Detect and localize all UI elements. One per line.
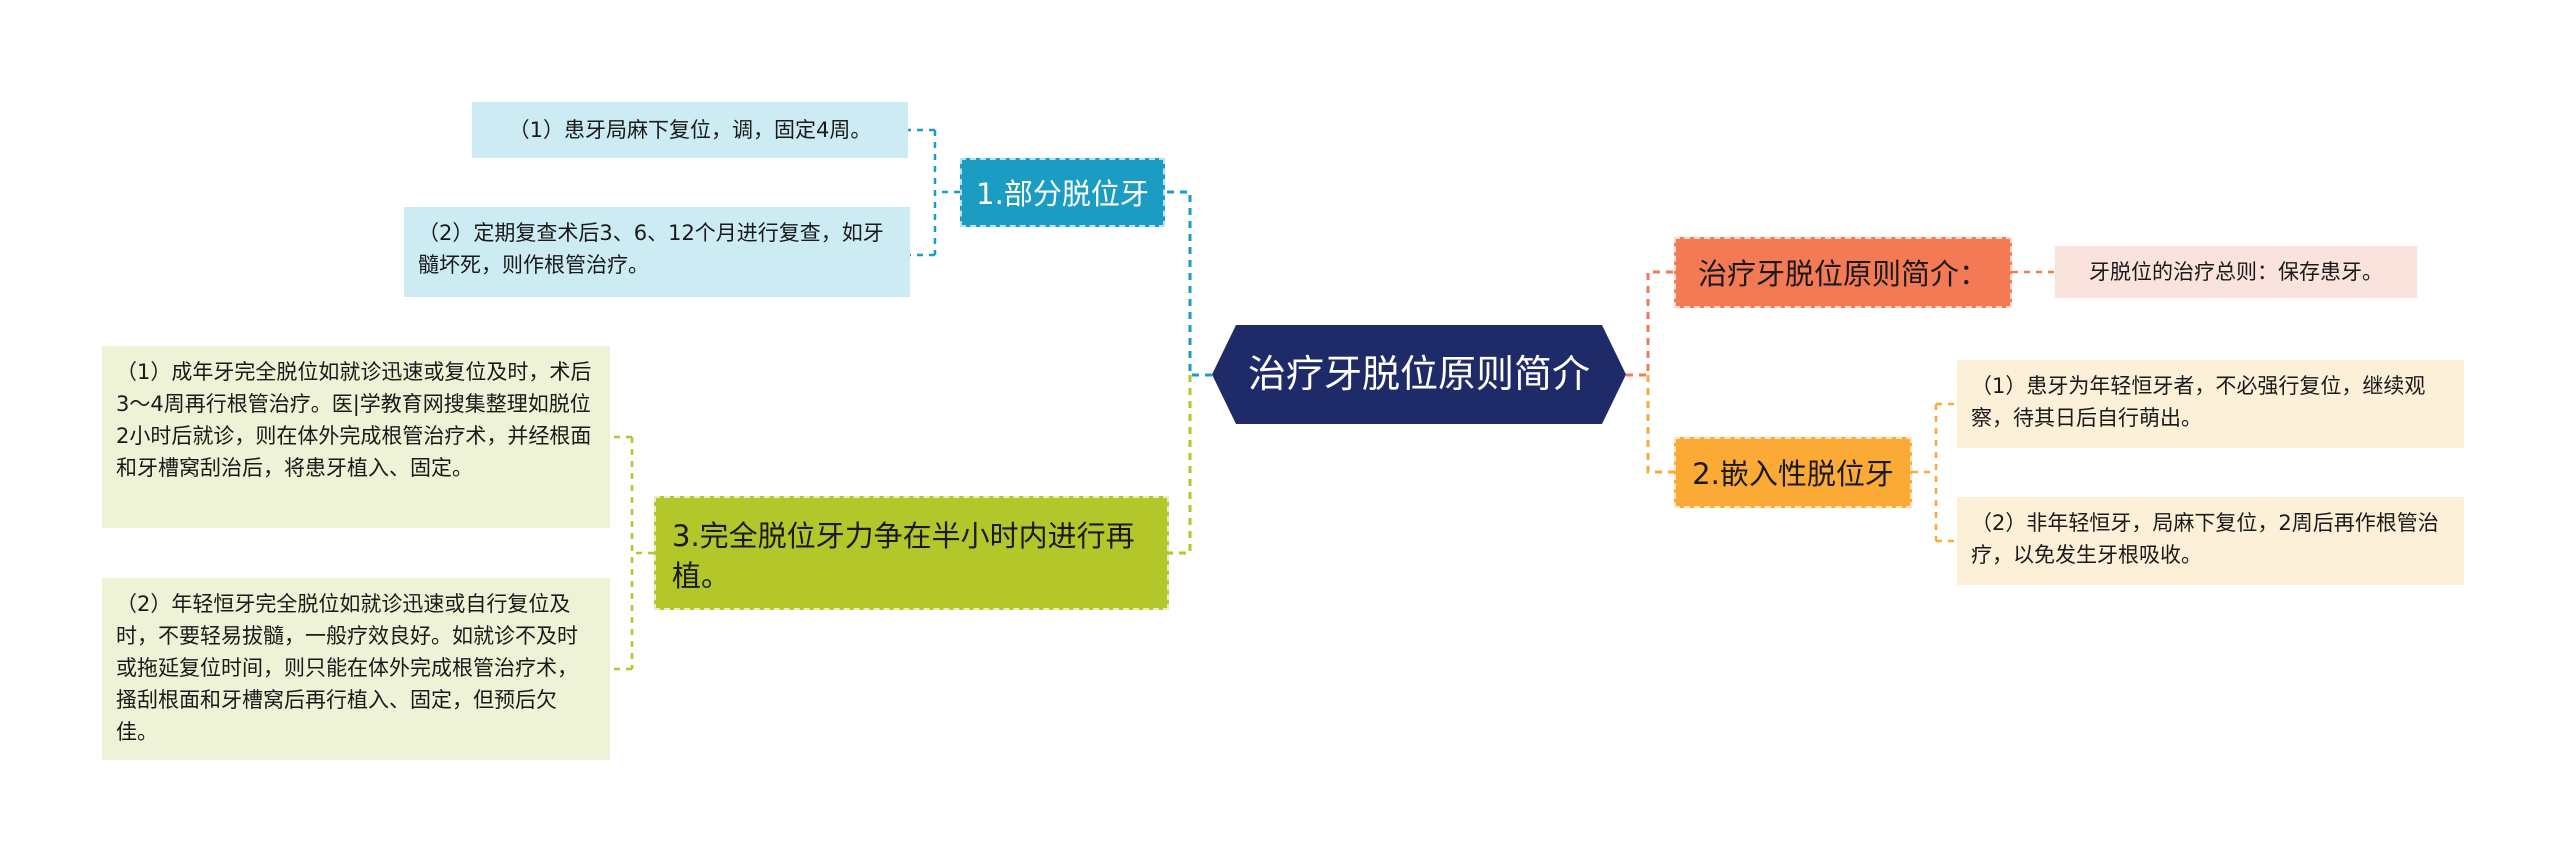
connector-center-branch1 [1165, 190, 1212, 377]
branch-intrusive-dislocation[interactable]: 2.嵌入性脱位牙 [1674, 437, 1912, 508]
branch-complete-dislocation[interactable]: 3.完全脱位牙力争在半小时内进行再植。 [654, 496, 1169, 610]
branch-partial-dislocation[interactable]: 1.部分脱位牙 [960, 158, 1165, 227]
leaf-complete-2[interactable]: （2）年轻恒牙完全脱位如就诊迅速或自行复位及时，不要轻易拔髓，一般疗效良好。如就… [102, 578, 610, 760]
connector-branch1-leaves [908, 128, 960, 257]
connector-branch4-leaves [610, 435, 654, 671]
connector-branch3-leaves [1912, 402, 1957, 543]
leaf-intrusive-2[interactable]: （2）非年轻恒牙，局麻下复位，2周后再作根管治疗，以免发生牙根吸收。 [1957, 497, 2464, 585]
central-topic[interactable]: 治疗牙脱位原则简介 [1212, 325, 1626, 424]
branch-principles-intro[interactable]: 治疗牙脱位原则简介： [1674, 237, 2012, 308]
leaf-principle-general[interactable]: 牙脱位的治疗总则：保存患牙。 [2055, 246, 2417, 298]
leaf-intrusive-1[interactable]: （1）患牙为年轻恒牙者，不必强行复位，继续观察，待其日后自行萌出。 [1957, 360, 2464, 448]
leaf-partial-2[interactable]: （2）定期复查术后3、6、12个月进行复查，如牙髓坏死，则作根管治疗。 [404, 207, 910, 297]
leaf-partial-1[interactable]: （1）患牙局麻下复位，调，固定4周。 [472, 102, 908, 158]
connector-center-branch4 [1169, 375, 1192, 555]
connector-center-branch2 [1626, 270, 1674, 377]
leaf-complete-1[interactable]: （1）成年牙完全脱位如就诊迅速或复位及时，术后3～4周再行根管治疗。医|学教育网… [102, 346, 610, 528]
connector-center-branch3 [1646, 375, 1674, 474]
